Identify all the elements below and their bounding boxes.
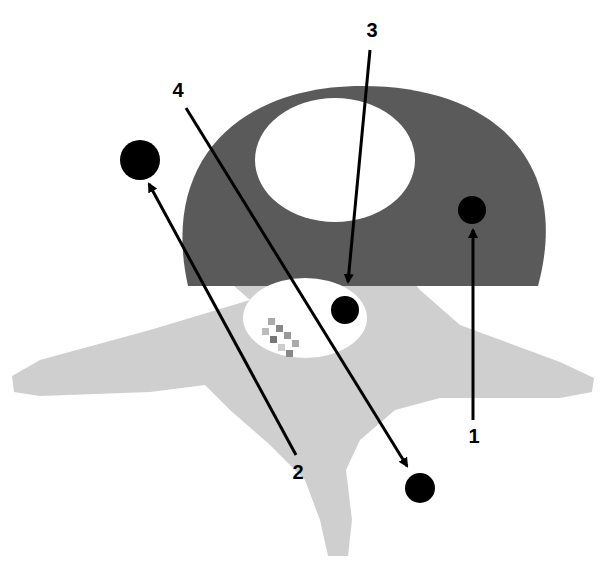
arrow (472, 230, 475, 420)
checker-pattern (262, 318, 299, 357)
posterior-elements (12, 278, 594, 556)
target-dot (458, 196, 486, 224)
callout-number: 1 (468, 426, 479, 446)
arrow (348, 50, 370, 282)
callout-number: 3 (366, 20, 377, 40)
target-dot (405, 473, 435, 503)
disc-center (255, 98, 415, 222)
target-dot (120, 140, 160, 180)
callout-number: 2 (292, 462, 303, 482)
spinal-canal (243, 278, 367, 358)
arrow (149, 184, 296, 455)
callout-number: 4 (172, 80, 183, 100)
arrow (186, 108, 407, 466)
target-dot (331, 296, 359, 324)
